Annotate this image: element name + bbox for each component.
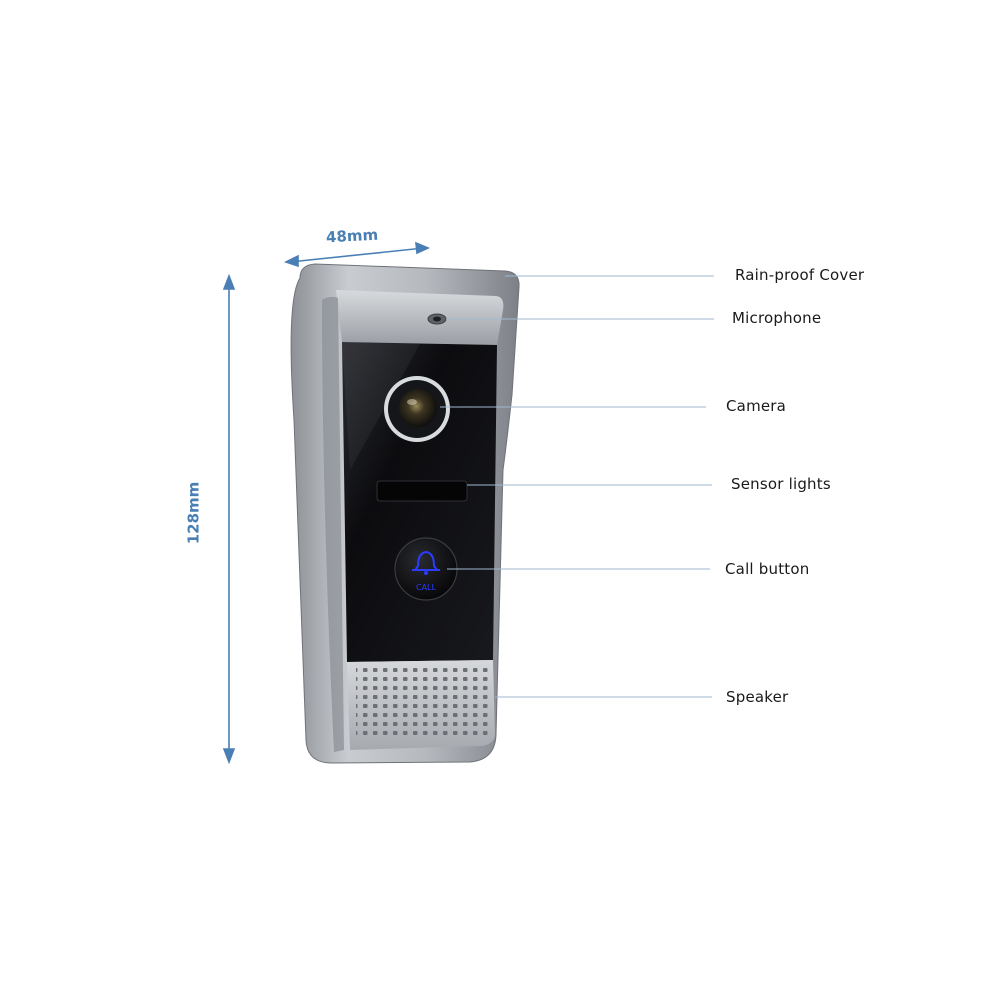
sensor-light-bar xyxy=(376,480,468,502)
callout-camera: Camera xyxy=(726,397,787,415)
height-dimension-arrow xyxy=(222,273,236,765)
callout-call-button: Call button xyxy=(725,560,810,578)
camera-lens xyxy=(384,376,450,442)
callout-sensor-lights: Sensor lights xyxy=(731,475,831,493)
callout-speaker: Speaker xyxy=(726,688,789,706)
callout-microphone: Microphone xyxy=(732,309,822,327)
front-panel xyxy=(342,342,497,662)
hood-inner xyxy=(336,290,504,345)
width-dimension-arrow xyxy=(283,241,431,268)
call-button-text: CALL xyxy=(416,583,437,592)
speaker-holes xyxy=(356,668,488,740)
width-dimension-label: 48mm xyxy=(325,225,379,247)
leader-lines xyxy=(440,275,714,698)
bell-icon xyxy=(413,550,439,571)
callout-rain-proof-cover: Rain-proof Cover xyxy=(735,266,865,284)
panel-highlight xyxy=(342,342,420,470)
housing-side-recess xyxy=(322,296,344,752)
height-dimension-label: 128mm xyxy=(184,481,203,545)
